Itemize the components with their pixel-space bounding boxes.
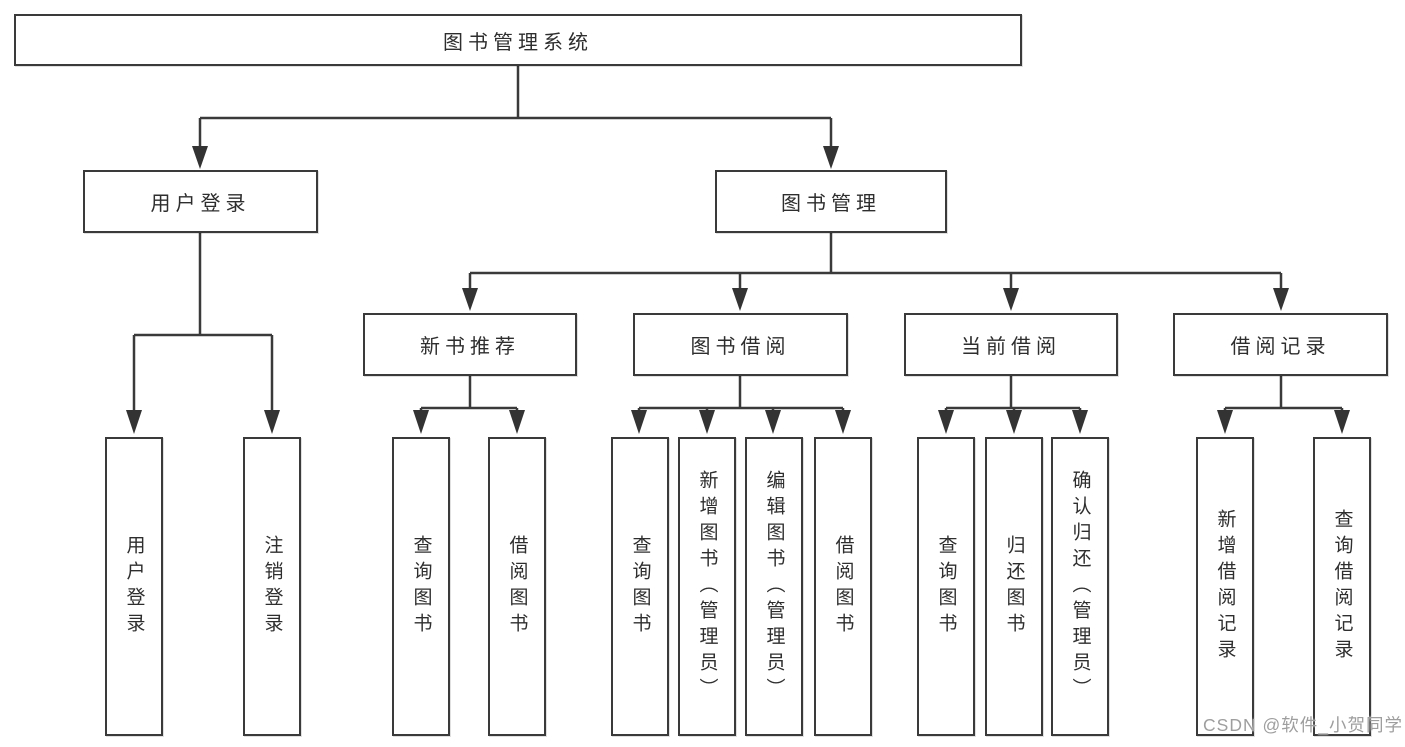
connector-book-borrow-group <box>637 376 845 410</box>
arrowhead <box>1003 288 1019 311</box>
csdn-watermark: CSDN @软件_小贺同学 <box>1203 715 1403 735</box>
leaf-user-login: 用户登录 <box>105 437 163 736</box>
arrowhead <box>1273 288 1289 311</box>
leaf-borrow-books-recommend: 借阅图书 <box>488 437 546 736</box>
arrowhead <box>1072 410 1088 434</box>
arrowhead <box>462 288 478 311</box>
leaf-add-borrow-record: 新增借阅记录 <box>1196 437 1254 736</box>
arrowhead <box>192 146 208 169</box>
leaf-borrow-books: 借阅图书 <box>814 437 872 736</box>
node-book-management: 图书管理 <box>715 170 947 233</box>
node-current-borrow: 当前借阅 <box>904 313 1118 376</box>
arrowhead <box>765 410 781 434</box>
leaf-query-books-borrow: 查询图书 <box>611 437 669 736</box>
leaf-confirm-return-admin: 确认归还（管理员） <box>1051 437 1109 736</box>
leaf-add-books-admin: 新增图书（管理员） <box>678 437 736 736</box>
arrowhead <box>732 288 748 311</box>
leaf-return-books: 归还图书 <box>985 437 1043 736</box>
arrowhead <box>699 410 715 434</box>
connector-book-mgmt-to-level3 <box>468 233 1283 288</box>
leaf-query-books-current: 查询图书 <box>917 437 975 736</box>
connector-borrow-record-group <box>1223 376 1344 410</box>
connector-root-to-level2 <box>198 66 833 148</box>
arrowhead <box>823 146 839 169</box>
node-user-login: 用户登录 <box>83 170 318 233</box>
arrowhead <box>835 410 851 434</box>
arrowhead <box>264 410 280 434</box>
arrowhead <box>1217 410 1233 434</box>
arrowhead <box>413 410 429 434</box>
leaf-edit-books-admin: 编辑图书（管理员） <box>745 437 803 736</box>
node-new-book-recommend: 新书推荐 <box>363 313 577 376</box>
connector-current-borrow-group <box>944 376 1082 410</box>
arrowhead <box>1334 410 1350 434</box>
leaf-query-borrow-record: 查询借阅记录 <box>1313 437 1371 736</box>
node-borrow-records: 借阅记录 <box>1173 313 1388 376</box>
arrowhead <box>938 410 954 434</box>
connector-new-book-group <box>419 376 519 410</box>
arrowhead <box>509 410 525 434</box>
node-library-management-system: 图书管理系统 <box>14 14 1022 66</box>
arrowhead <box>1006 410 1022 434</box>
leaf-query-books-recommend: 查询图书 <box>392 437 450 736</box>
arrowhead <box>631 410 647 434</box>
arrowhead <box>126 410 142 434</box>
connector-user-login-group <box>132 233 274 410</box>
node-book-borrow: 图书借阅 <box>633 313 848 376</box>
leaf-logout: 注销登录 <box>243 437 301 736</box>
